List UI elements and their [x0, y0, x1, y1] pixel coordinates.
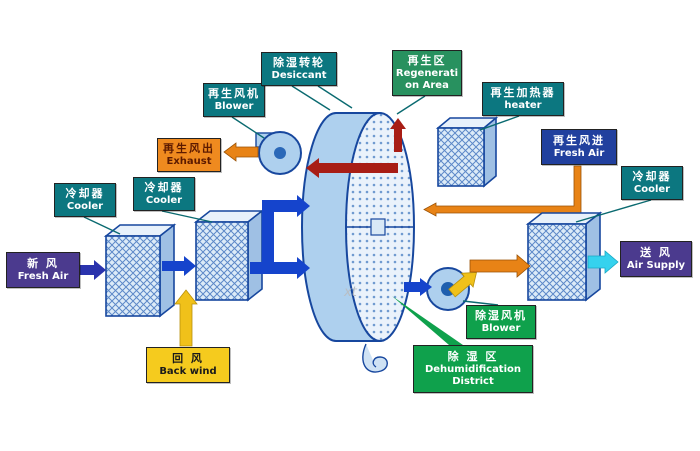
label-fresh-air-in-zh: 新 风 [27, 257, 59, 270]
back-wind-arrow [174, 289, 198, 347]
label-cooler-mid-zh: 冷却器 [144, 181, 184, 194]
label-dehumid-district-zh: 除 湿 区 [447, 350, 499, 363]
label-regen-blower-zh: 再生风机 [208, 87, 260, 100]
wheel-to-regen-blower-arrow [306, 158, 398, 178]
label-regen-heater-zh: 再生加热器 [490, 86, 556, 99]
label-regen-blower-en: Blower [214, 101, 254, 112]
label-fresh-air-in-en: Fresh Air [17, 271, 69, 282]
label-fresh-air-in: 新 风 Fresh Air [6, 252, 80, 288]
exhaust-arrow [223, 142, 259, 162]
label-desiccant-wheel: 除湿转轮 Desiccant [261, 52, 337, 86]
cooler-to-cooler-arrow [162, 256, 196, 276]
label-exhaust: 再生风出 Exhaust [157, 138, 221, 172]
label-back-wind-zh: 回 风 [172, 352, 204, 365]
label-cooler-left-en: Cooler [66, 201, 104, 212]
cooler-mid-block [193, 209, 265, 302]
label-air-supply-en: Air Supply [626, 260, 686, 271]
label-air-supply: 送 风 Air Supply [620, 241, 692, 277]
label-regen-heater-en: heater [504, 100, 542, 111]
label-dehumid-district: 除 湿 区 Dehumidification District [413, 345, 533, 393]
label-regen-area-zh: 再生区 [407, 54, 447, 67]
wheel-to-blower-arrow [404, 278, 432, 296]
label-dehumid-district-en2: District [452, 376, 494, 387]
label-back-wind: 回 风 Back wind [146, 347, 230, 383]
fresh-air-arrow [80, 260, 106, 280]
label-cooler-right: 冷却器 Cooler [621, 166, 683, 200]
label-cooler-left-zh: 冷却器 [65, 187, 105, 200]
label-regen-area: 再生区 Regenerati on Area [392, 50, 462, 96]
label-regen-fresh-air: 再生风进 Fresh Air [541, 129, 617, 165]
label-dehumid-blower: 除湿风机 Blower [466, 305, 536, 339]
label-regen-fresh-air-en: Fresh Air [553, 148, 605, 159]
label-regen-fresh-air-zh: 再生风进 [553, 134, 605, 147]
label-cooler-mid: 冷却器 Cooler [133, 177, 195, 211]
regen-intake-duct-arrow [423, 165, 582, 217]
label-back-wind-en: Back wind [159, 366, 217, 377]
cooler-to-wheel-upper-arrow [262, 195, 310, 268]
label-dehumid-district-en1: Dehumidification [424, 364, 522, 375]
label-exhaust-zh: 再生风出 [163, 142, 215, 155]
wheel-regen-up-arrow [390, 118, 406, 152]
label-dehumid-blower-zh: 除湿风机 [475, 309, 527, 322]
blower-to-cooler-arrow [469, 254, 531, 278]
label-exhaust-en: Exhaust [166, 156, 212, 167]
dehumid-district-pointer [392, 296, 463, 345]
label-cooler-right-zh: 冷却器 [632, 170, 672, 183]
pointer-lines [83, 85, 652, 306]
blower-outlet-arrow [448, 272, 478, 298]
label-regen-heater: 再生加热器 heater [482, 82, 564, 116]
label-cooler-left: 冷却器 Cooler [54, 183, 116, 217]
label-cooler-right-en: Cooler [633, 184, 671, 195]
label-dehumid-blower-en: Blower [481, 323, 521, 334]
regen-heater-block [435, 116, 499, 188]
wheel-bottom-curl [362, 343, 388, 373]
label-regen-blower: 再生风机 Blower [203, 83, 265, 117]
watermark-text: xt [343, 285, 358, 300]
cooler-right-block [525, 211, 603, 302]
label-desiccant-wheel-en: Desiccant [271, 70, 327, 81]
label-air-supply-zh: 送 风 [640, 246, 672, 259]
label-cooler-mid-en: Cooler [145, 195, 183, 206]
regen-blower-fan [255, 131, 302, 175]
label-regen-area-en1: Regenerati [395, 68, 459, 79]
cooler-left-block [103, 223, 177, 318]
label-desiccant-wheel-zh: 除湿转轮 [273, 56, 325, 69]
label-regen-area-en2: on Area [405, 80, 449, 91]
air-supply-arrow [587, 250, 619, 274]
